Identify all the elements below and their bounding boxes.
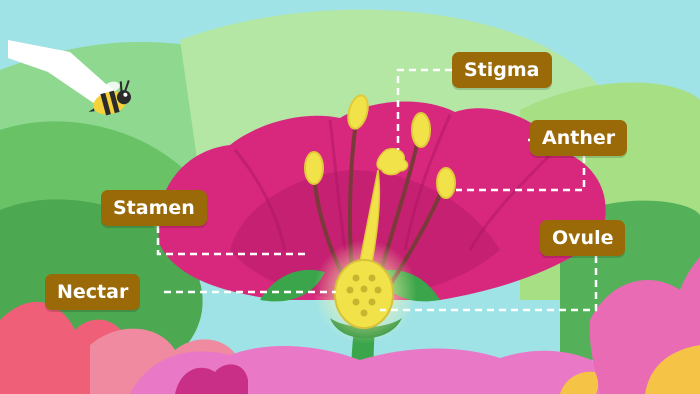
ovary [335,260,393,328]
anther-1 [305,152,323,184]
stigma-label: Stigma [452,52,552,88]
stamen-label: Stamen [101,190,207,226]
anther-4 [437,168,455,198]
anther-3 [412,113,430,147]
ovule-label: Ovule [540,220,625,256]
anther-label: Anther [530,120,627,156]
nectar-label: Nectar [45,274,140,310]
